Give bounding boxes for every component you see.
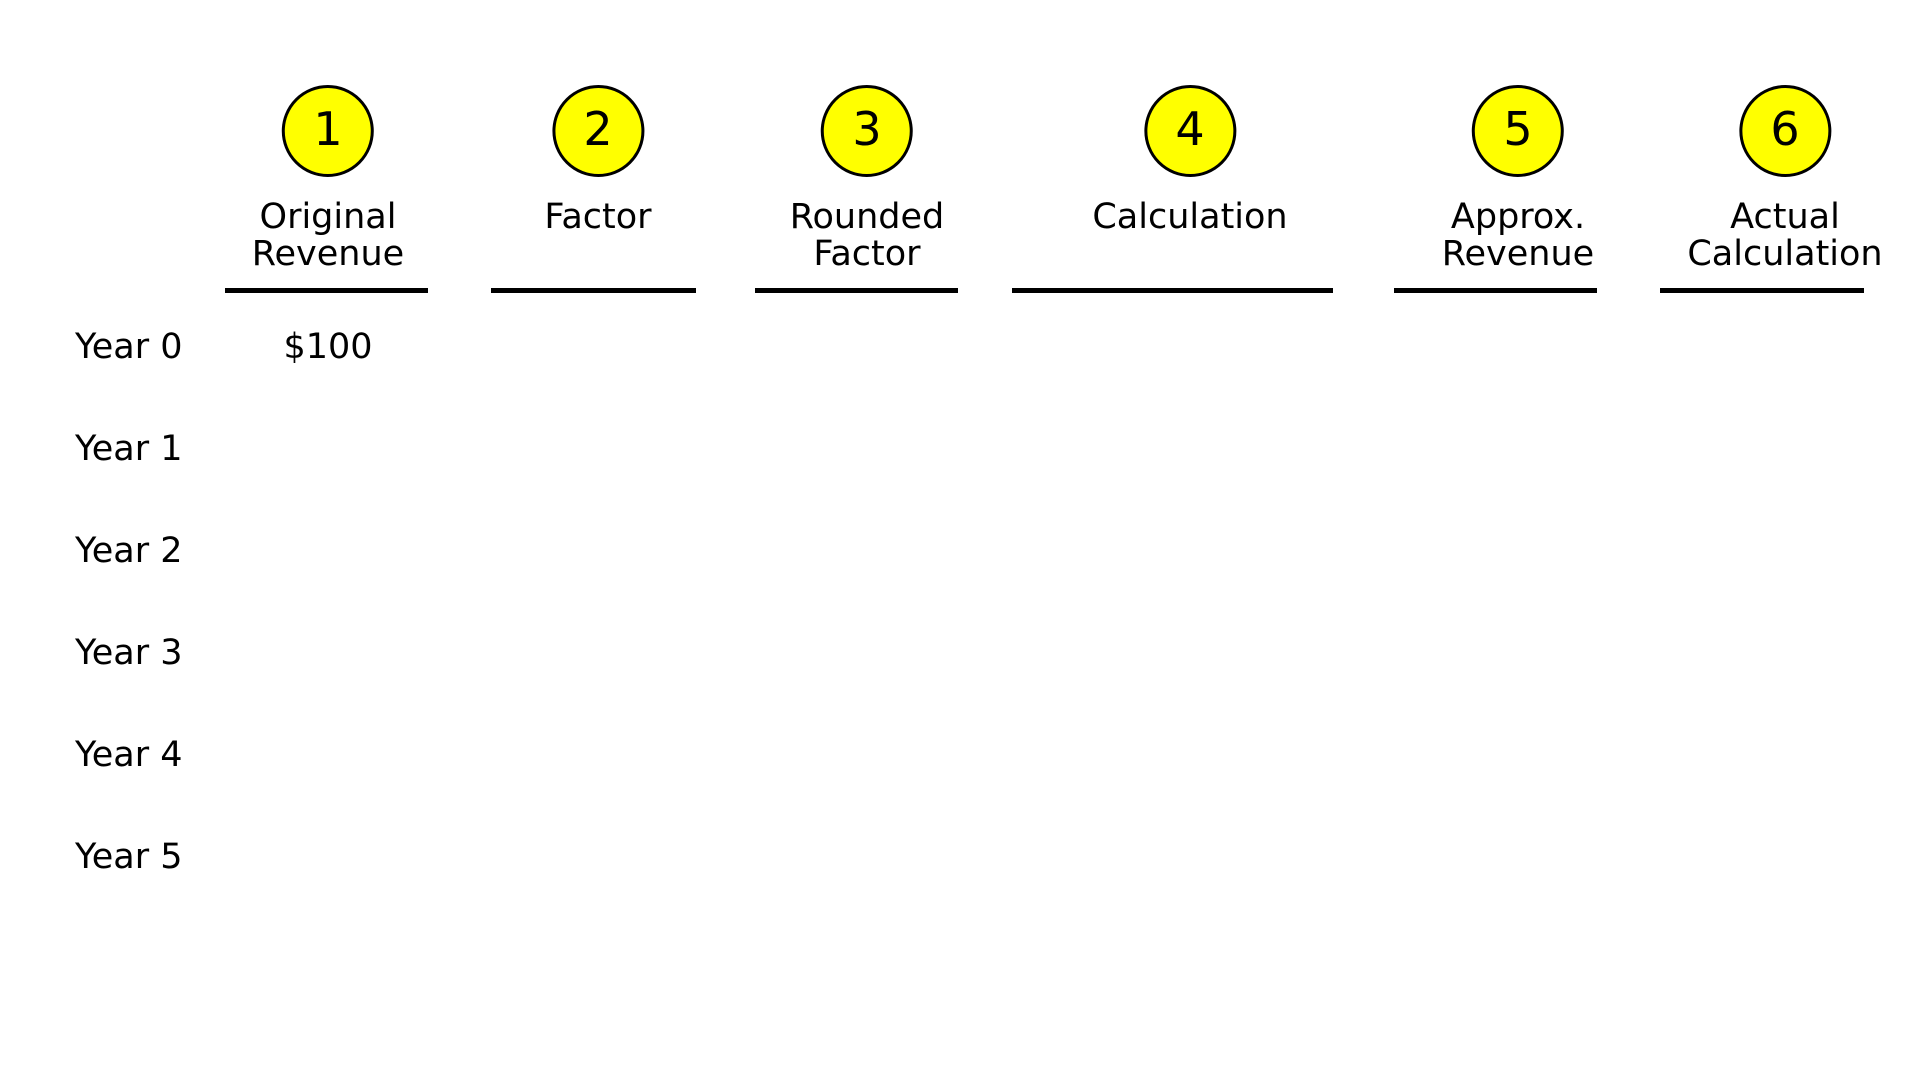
row-label-year-1: Year 1 bbox=[75, 429, 183, 469]
step-badge-number: 1 bbox=[313, 102, 343, 156]
step-badge-number: 4 bbox=[1175, 102, 1205, 156]
column-title: Original Revenue bbox=[251, 197, 405, 275]
step-badge-1: 1 bbox=[282, 85, 374, 177]
row-label-year-5: Year 5 bbox=[75, 837, 183, 877]
column-rule-3 bbox=[755, 288, 958, 293]
column-rule-4 bbox=[1012, 288, 1333, 293]
column-rule-2 bbox=[491, 288, 696, 293]
column-rule-6 bbox=[1660, 288, 1864, 293]
step-badge-number: 3 bbox=[852, 102, 882, 156]
step-badge-4: 4 bbox=[1143, 85, 1236, 177]
step-badge-2: 2 bbox=[551, 85, 644, 177]
column-title: Calculation bbox=[1092, 197, 1288, 237]
step-badge-6: 6 bbox=[1738, 85, 1831, 177]
column-title: Rounded Factor bbox=[789, 197, 945, 275]
step-badge-number: 5 bbox=[1503, 102, 1533, 156]
row-label-year-3: Year 3 bbox=[75, 633, 183, 673]
step-badge-3: 3 bbox=[821, 85, 913, 177]
column-rule-1 bbox=[225, 288, 428, 293]
step-badge-5: 5 bbox=[1472, 85, 1564, 177]
row-label-year-0: Year 0 bbox=[75, 327, 183, 367]
row-label-year-4: Year 4 bbox=[75, 735, 183, 775]
column-title: Approx. Revenue bbox=[1441, 197, 1595, 275]
row-label-year-2: Year 2 bbox=[75, 531, 183, 571]
step-badge-number: 6 bbox=[1770, 102, 1800, 156]
column-rule-5 bbox=[1394, 288, 1597, 293]
column-title: Factor bbox=[544, 197, 652, 237]
column-title: Actual Calculation bbox=[1687, 197, 1883, 275]
step-badge-number: 2 bbox=[583, 102, 613, 156]
cell-row0-col1[interactable]: $100 bbox=[283, 327, 373, 367]
